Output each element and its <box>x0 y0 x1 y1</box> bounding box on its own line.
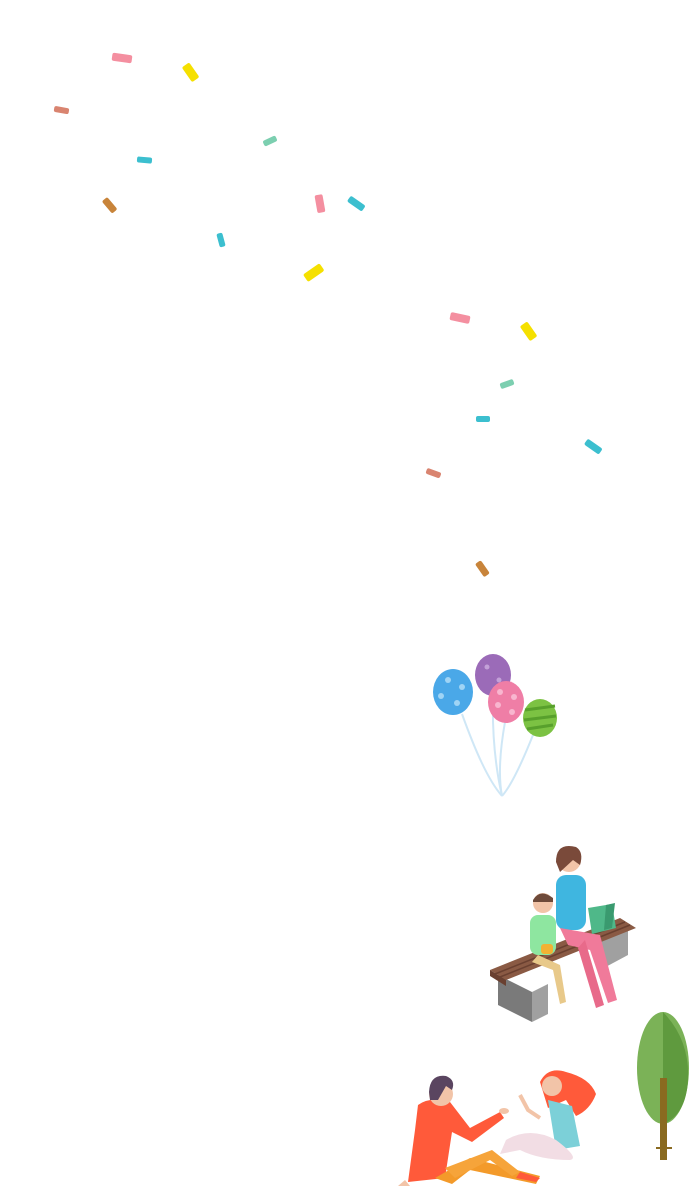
confetti-group <box>53 52 602 577</box>
confetti-piece <box>314 194 326 213</box>
confetti-piece <box>449 312 471 324</box>
confetti-piece <box>499 379 515 389</box>
confetti-piece <box>102 197 117 213</box>
balloon-blue <box>433 669 473 715</box>
confetti-piece <box>136 156 153 164</box>
confetti-piece <box>53 106 70 115</box>
balloon-bunch <box>433 654 557 797</box>
confetti-piece <box>520 322 537 341</box>
confetti-piece <box>425 468 441 478</box>
confetti-piece <box>263 135 277 147</box>
balloon-pink <box>488 681 524 723</box>
confetti-piece <box>347 196 365 211</box>
tree <box>637 1012 689 1160</box>
couple-scene <box>398 1070 596 1186</box>
confetti-piece <box>475 560 490 577</box>
confetti-piece <box>182 63 199 82</box>
confetti-piece <box>584 439 602 454</box>
confetti-piece <box>303 263 324 282</box>
confetti-piece <box>476 416 490 422</box>
confetti-piece <box>111 52 133 64</box>
confetti-piece <box>216 232 226 248</box>
bench-scene <box>490 846 636 1022</box>
